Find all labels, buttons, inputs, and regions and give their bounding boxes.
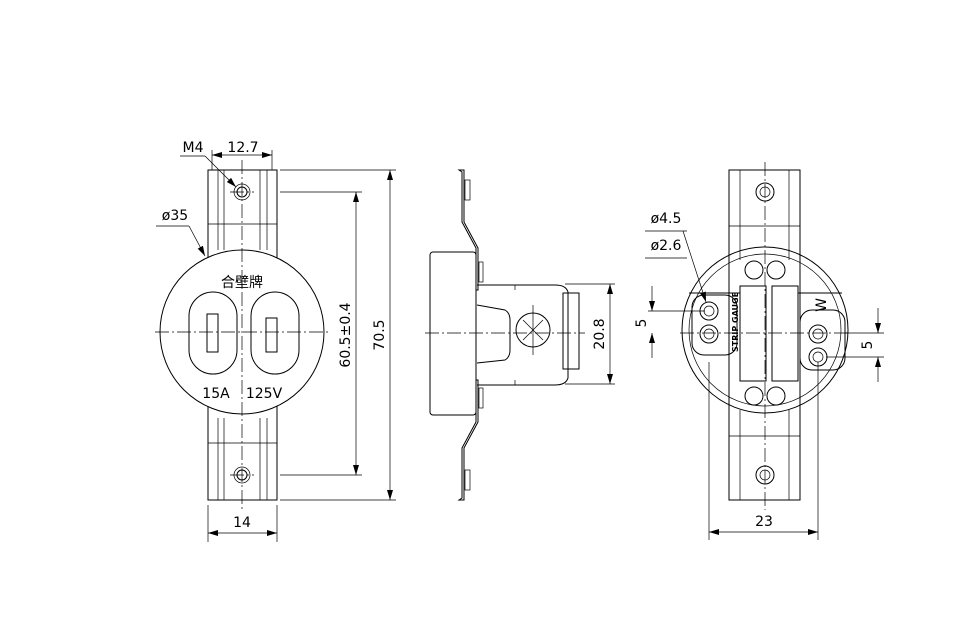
dim-14: 14 bbox=[233, 515, 251, 531]
dim-diameter-4-5: ø4.5 bbox=[651, 211, 682, 227]
housing-body bbox=[429, 251, 477, 416]
thread-label: M4 bbox=[183, 140, 204, 156]
outlet-slot-right bbox=[250, 291, 300, 375]
dim-12-7: 12.7 bbox=[227, 140, 258, 156]
terminal-right bbox=[799, 309, 846, 371]
dim-23: 23 bbox=[755, 514, 773, 530]
terminal-mark-w: W bbox=[814, 298, 830, 312]
dim-70-5: 70.5 bbox=[372, 319, 388, 350]
brand-text: 合壁牌 bbox=[221, 274, 263, 291]
dim-5-left: 5 bbox=[634, 319, 650, 328]
dim-20-8: 20.8 bbox=[592, 318, 608, 349]
dim-5-right: 5 bbox=[860, 341, 876, 350]
rating-voltage: 125V bbox=[246, 386, 283, 402]
front-view: 合壁牌 15A 125V M4 12.7 ø35 60.5±0.4 70.5 1… bbox=[155, 140, 396, 542]
dim-diameter-35: ø35 bbox=[162, 208, 188, 224]
strip-gauge-label: STRIP GAUGE bbox=[731, 292, 740, 352]
terminal-left bbox=[691, 294, 738, 356]
dim-60-5: 60.5±0.4 bbox=[338, 302, 354, 367]
dim-diameter-2-6: ø2.6 bbox=[651, 238, 682, 254]
outlet-slot-left bbox=[188, 291, 238, 375]
rating-current: 15A bbox=[202, 386, 230, 402]
rear-view: STRIP GAUGE W ø4.5 ø2.6 5 5 23 bbox=[634, 162, 884, 540]
side-view: 20.8 bbox=[425, 169, 615, 501]
